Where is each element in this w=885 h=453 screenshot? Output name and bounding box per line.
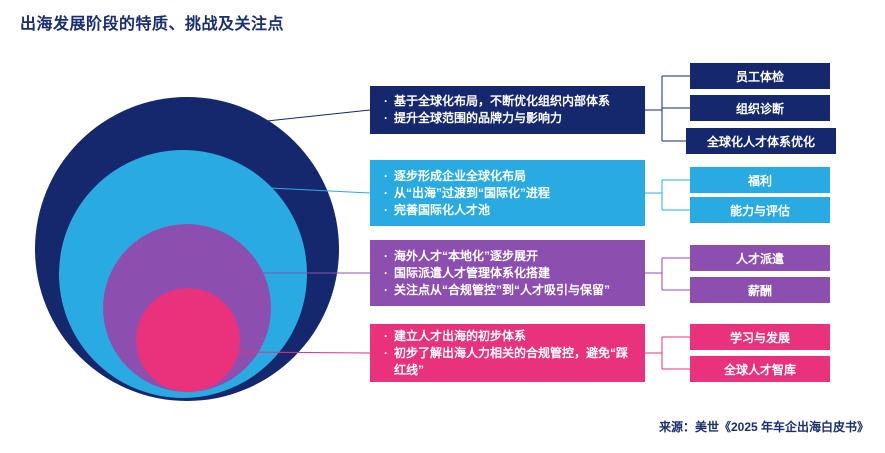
stage-2-description-box: 逐步形成企业全球化布局 从“出海”过渡到“国际化”进程 完善国际化人才池 xyxy=(370,160,645,226)
bullet-dot xyxy=(384,168,388,185)
bullet-item: 提升全球范围的品牌力与影响力 xyxy=(382,110,637,127)
bullet-dot xyxy=(384,202,388,219)
bullet-text: 基于全球化布局，不断优化组织内部体系 xyxy=(394,94,611,108)
bullet-item: 海外人才“本地化”逐步展开 xyxy=(382,248,637,265)
source-note: 来源：美世《2025 年车企出海白皮书》 xyxy=(658,420,869,434)
bullet-item: 完善国际化人才池 xyxy=(382,202,637,219)
bullet-text: 海外人才“本地化”逐步展开 xyxy=(394,248,539,263)
bullet-text: 逐步形成企业全球化布局 xyxy=(394,168,527,183)
bullet-text: 建立人才出海的初步体系 xyxy=(394,328,527,343)
bullet-item: 从“出海”过渡到“国际化”进程 xyxy=(382,185,637,202)
stage-4-description-box: 建立人才出海的初步体系 初步了解出海人力相关的合规管控，避免“踩红线” xyxy=(370,324,645,382)
tag-org-diagnosis: 组织诊断 xyxy=(690,95,830,121)
tag-global-talent-thinktank: 全球人才智库 xyxy=(690,356,830,382)
tag-global-talent-system-optimization: 全球化人才体系优化 xyxy=(686,128,836,154)
bullet-dot xyxy=(384,248,388,265)
bullet-item: 国际派遣人才管理体系化搭建 xyxy=(382,265,637,282)
bullet-item: 逐步形成企业全球化布局 xyxy=(382,168,637,185)
bullet-dot xyxy=(384,110,388,127)
bullet-dot xyxy=(384,93,388,110)
stage-1-description-box: 基于全球化布局，不断优化组织内部体系 提升全球范围的品牌力与影响力 xyxy=(370,86,645,134)
bullet-dot xyxy=(384,328,388,345)
bullet-dot xyxy=(384,265,388,282)
stage-3-description-box: 海外人才“本地化”逐步展开 国际派遣人才管理体系化搭建 关注点从“合规管控”到“… xyxy=(370,240,645,306)
tag-learning-development: 学习与发展 xyxy=(690,324,830,350)
tag-compensation: 薪酬 xyxy=(690,277,830,303)
bullet-text: 提升全球范围的品牌力与影响力 xyxy=(394,111,563,125)
bullet-item: 关注点从“合规管控”到“人才吸引与保留” xyxy=(382,282,637,299)
bullet-text: 从“出海”过渡到“国际化”进程 xyxy=(394,185,551,200)
bullet-item: 建立人才出海的初步体系 xyxy=(382,328,637,345)
tag-talent-dispatch: 人才派遣 xyxy=(690,245,830,271)
bullet-text: 完善国际化人才池 xyxy=(394,202,491,217)
bullet-text: 初步了解出海人力相关的合规管控，避免“踩红线” xyxy=(394,345,629,377)
bullet-item: 基于全球化布局，不断优化组织内部体系 xyxy=(382,93,637,110)
bullet-dot xyxy=(384,282,388,299)
tag-benefits: 福利 xyxy=(690,167,830,193)
bullet-text: 国际派遣人才管理体系化搭建 xyxy=(394,265,551,280)
bullet-dot xyxy=(384,185,388,202)
page-title: 出海发展阶段的特质、挑战及关注点 xyxy=(20,16,285,33)
bullet-item: 初步了解出海人力相关的合规管控，避免“踩红线” xyxy=(382,345,637,379)
tag-employee-physical-exam: 员工体检 xyxy=(690,63,830,89)
tag-capability-assessment: 能力与评估 xyxy=(690,197,830,223)
circle-stage-initial xyxy=(136,288,240,392)
bullet-dot xyxy=(384,345,388,379)
bullet-text: 关注点从“合规管控”到“人才吸引与保留” xyxy=(394,282,611,297)
